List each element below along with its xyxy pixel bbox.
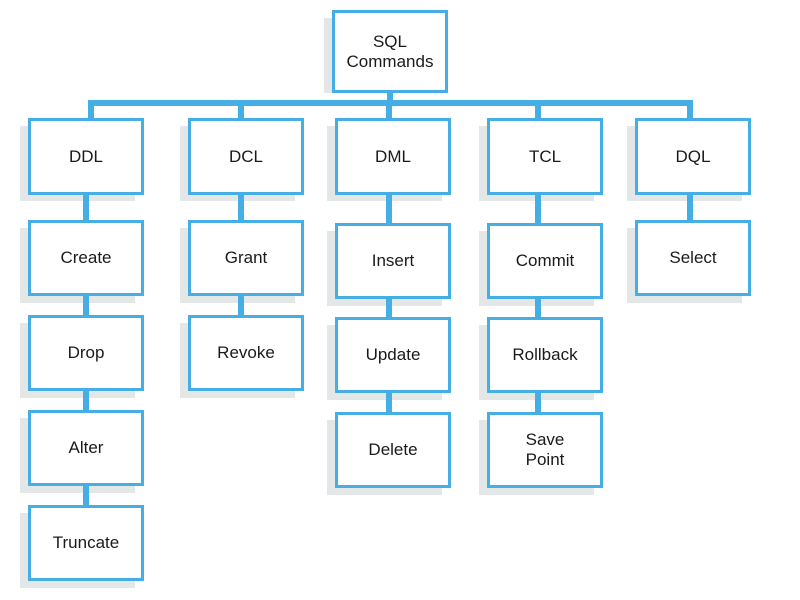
node-label: SQL Commands — [346, 31, 434, 71]
node-label: Revoke — [217, 343, 275, 363]
node-dcl[interactable]: DCL — [188, 118, 304, 195]
node-sql-commands[interactable]: SQL Commands — [332, 10, 448, 93]
node-label: Create — [60, 248, 112, 268]
node-select[interactable]: Select — [635, 220, 751, 296]
node-alter[interactable]: Alter — [28, 410, 144, 486]
node-label: Grant — [224, 248, 268, 268]
node-save-point[interactable]: Save Point — [487, 412, 603, 488]
node-label: DML — [375, 146, 411, 166]
connector-grant-revoke — [238, 295, 244, 317]
node-label: DQL — [675, 146, 711, 166]
node-grant[interactable]: Grant — [188, 220, 304, 296]
connector-dcl-grant — [238, 194, 244, 220]
node-ddl[interactable]: DDL — [28, 118, 144, 195]
node-label: Insert — [371, 251, 415, 271]
node-label: Delete — [368, 440, 418, 460]
connector-tcl-commit — [535, 194, 541, 223]
node-label: Rollback — [512, 345, 578, 365]
node-drop[interactable]: Drop — [28, 315, 144, 391]
node-label: Commit — [515, 251, 575, 271]
node-insert[interactable]: Insert — [335, 223, 451, 299]
connector-ddl-create — [83, 194, 89, 220]
connector-commit-rollback — [535, 298, 541, 319]
connector-root-stem — [387, 93, 393, 106]
connector-create-drop — [83, 295, 89, 317]
connector-update-delete — [386, 392, 392, 412]
connector-alter-truncate — [83, 485, 89, 507]
connector-insert-update — [386, 298, 392, 319]
connector-drop-dcl — [238, 100, 244, 120]
node-create[interactable]: Create — [28, 220, 144, 296]
node-revoke[interactable]: Revoke — [188, 315, 304, 391]
connector-drop-tcl — [535, 100, 541, 120]
node-label: DDL — [68, 146, 103, 166]
node-dql[interactable]: DQL — [635, 118, 751, 195]
node-label: Update — [365, 345, 421, 365]
node-label: DCL — [228, 146, 263, 166]
connector-dql-select — [687, 194, 693, 220]
connector-drop-dql — [687, 100, 693, 120]
node-label: Drop — [67, 343, 105, 363]
node-label: Select — [669, 248, 717, 268]
connector-dml-insert — [386, 194, 392, 223]
node-tcl[interactable]: TCL — [487, 118, 603, 195]
node-rollback[interactable]: Rollback — [487, 317, 603, 393]
node-label: Alter — [68, 438, 104, 458]
connector-drop-ddl — [88, 100, 94, 120]
node-update[interactable]: Update — [335, 317, 451, 393]
node-label: TCL — [528, 146, 562, 166]
connector-drop-alter — [83, 390, 89, 412]
node-delete[interactable]: Delete — [335, 412, 451, 488]
node-label: Save Point — [525, 430, 565, 469]
node-dml[interactable]: DML — [335, 118, 451, 195]
node-truncate[interactable]: Truncate — [28, 505, 144, 581]
connector-rollback-save-point — [535, 392, 541, 412]
connector-drop-dml — [386, 100, 392, 120]
node-commit[interactable]: Commit — [487, 223, 603, 299]
node-label: Truncate — [52, 533, 120, 553]
